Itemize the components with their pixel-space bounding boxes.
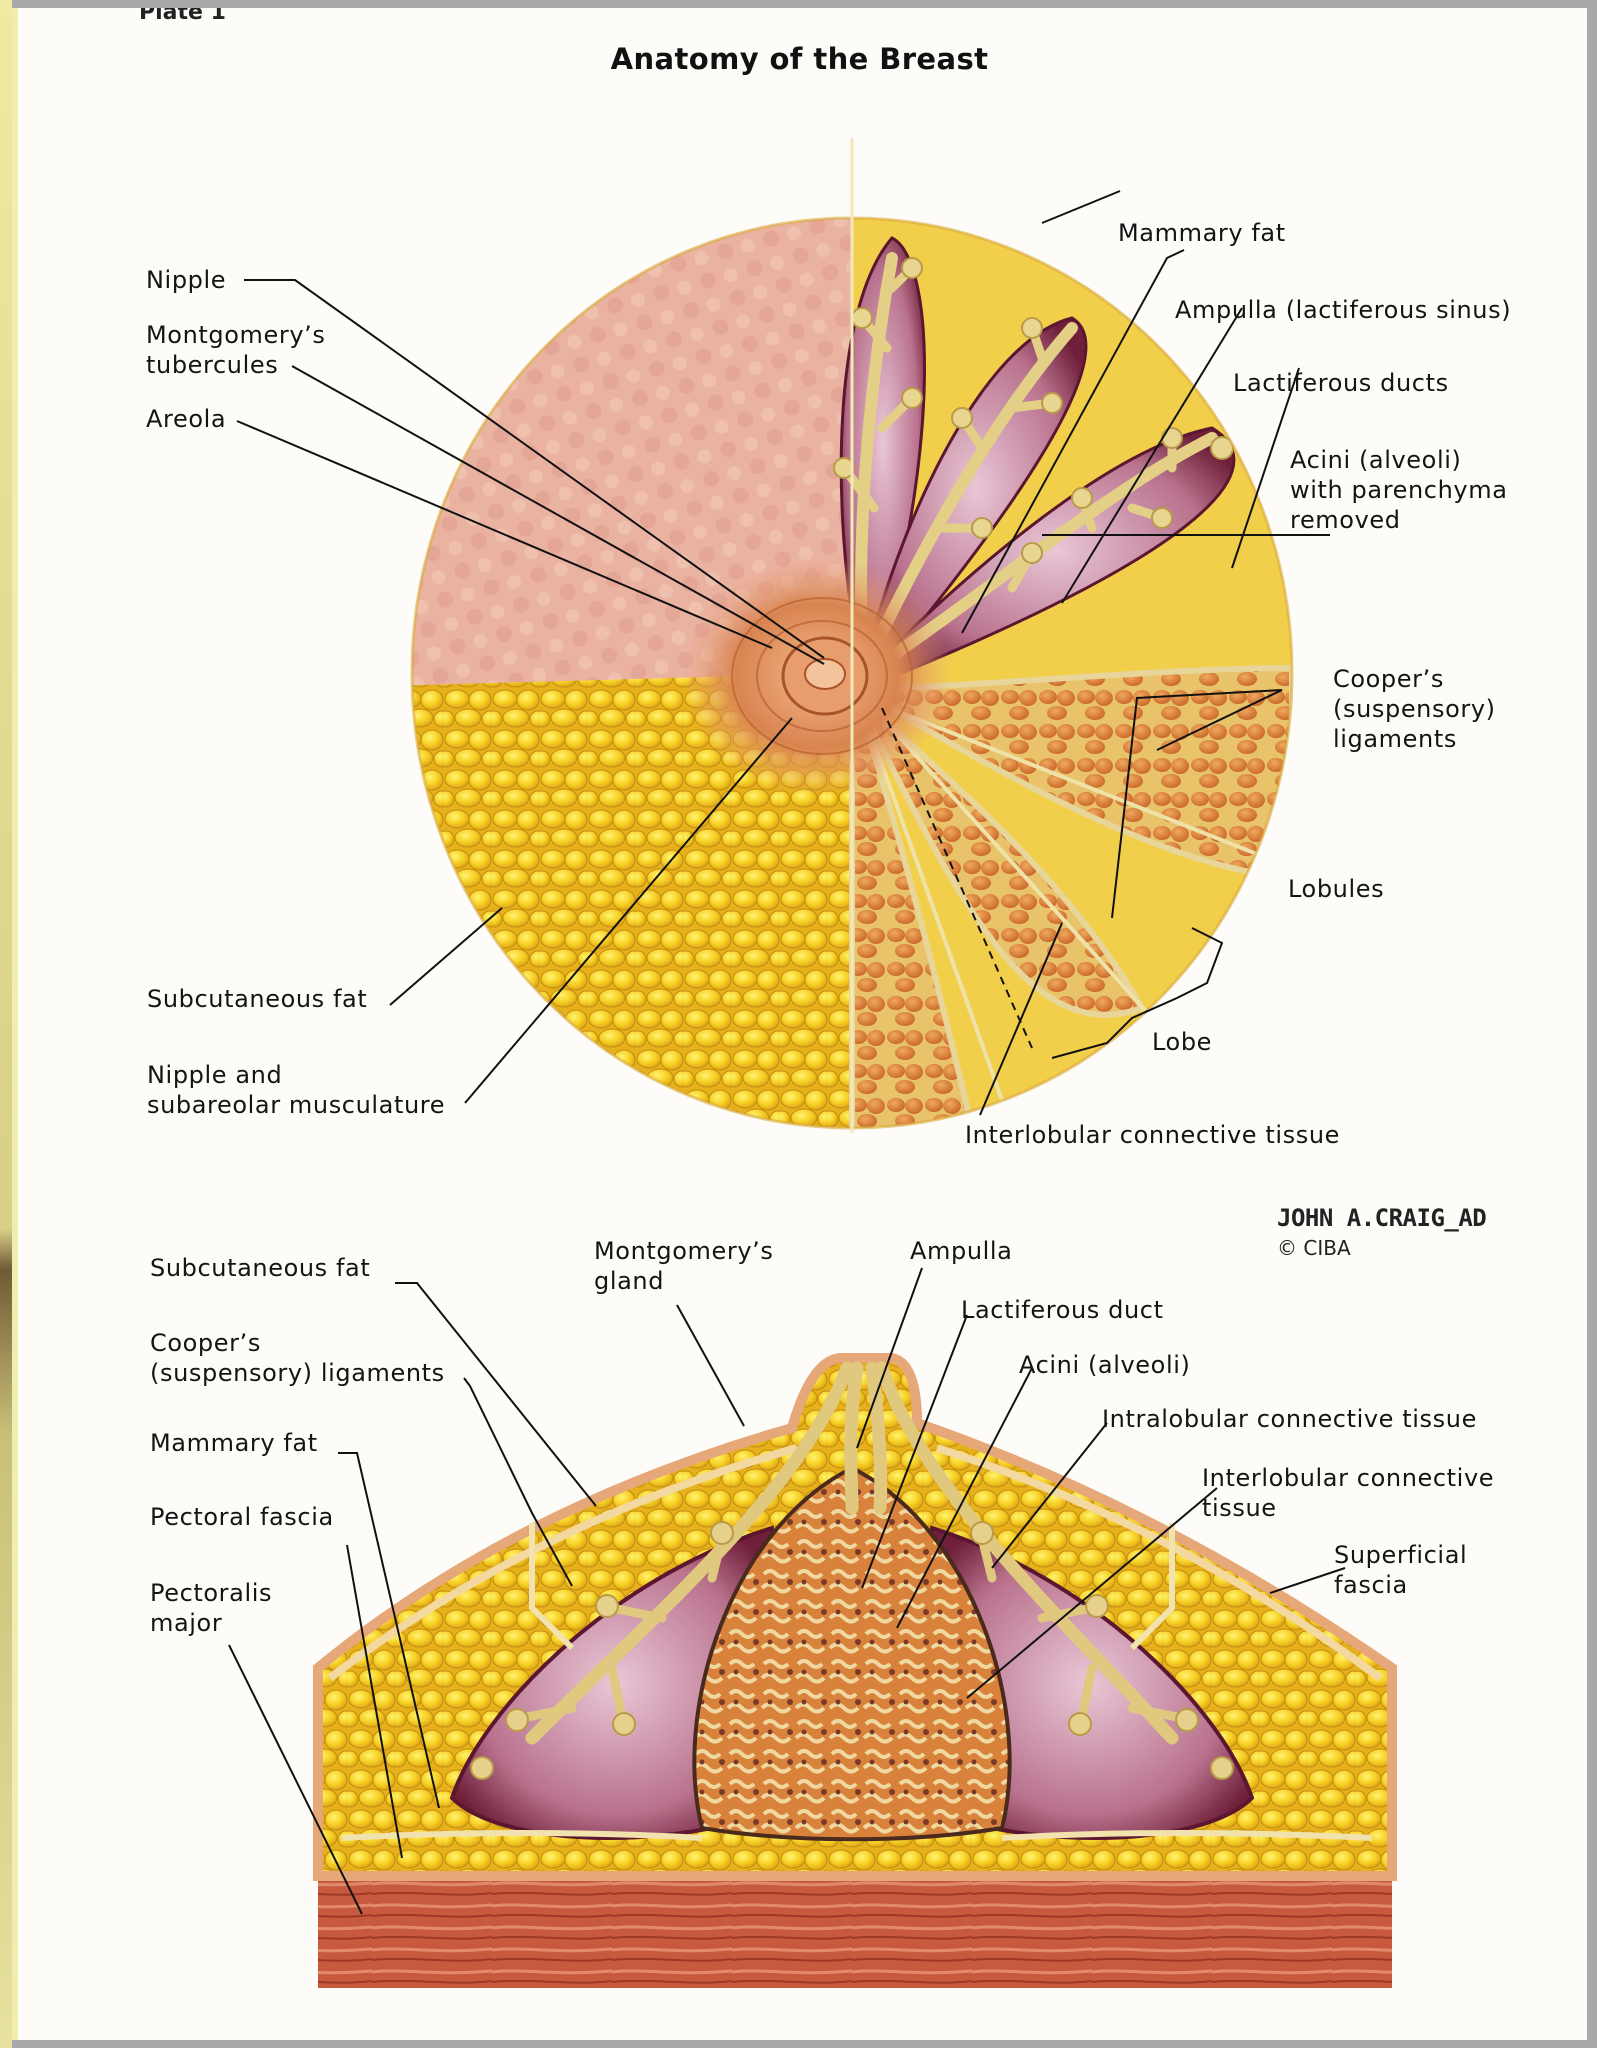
label-coopers-bottom: Cooper’s (suspensory) ligaments: [150, 1329, 445, 1387]
label-interlobular-top: Interlobular connective tissue: [965, 1121, 1340, 1149]
label-pectoralis-major: Pectoralis major: [150, 1579, 273, 1637]
breast-cross-section: [313, 1353, 1397, 1988]
plate-number: Plate 1: [139, 8, 226, 25]
label-pectoral-fascia: Pectoral fascia: [150, 1503, 334, 1531]
label-nipple: Nipple: [146, 266, 227, 294]
label-coopers-top: Cooper’s (suspensory) ligaments: [1333, 665, 1496, 753]
label-subcutaneous-fat-bottom: Subcutaneous fat: [150, 1254, 371, 1282]
label-mammary-fat-top: Mammary fat: [1118, 219, 1286, 247]
breast-front-view: [412, 218, 1292, 1128]
skin-quadrant: [412, 218, 852, 688]
anatomy-illustration: [228, 138, 1397, 1988]
label-interlobular-bottom: Interlobular connective tissue: [1202, 1464, 1495, 1522]
label-subcutaneous-fat-top: Subcutaneous fat: [147, 985, 368, 1013]
artist-signature: JOHN A.CRAIG_AD: [1277, 1204, 1487, 1232]
label-acini-bottom: Acini (alveoli): [1019, 1351, 1191, 1379]
label-ampulla-top: Ampulla (lactiferous sinus): [1175, 296, 1512, 324]
label-nipple-musculature: Nipple and subareolar musculature: [147, 1061, 446, 1119]
label-acini-top: Acini (alveoli) with parenchyma removed: [1290, 446, 1508, 534]
label-mammary-fat-bottom: Mammary fat: [150, 1429, 318, 1457]
label-ampulla-bottom: Ampulla: [910, 1237, 1013, 1265]
label-lactiferous-ducts-top: Lactiferous ducts: [1233, 369, 1449, 397]
label-montgomery-tubercules: Montgomery’s tubercules: [146, 321, 326, 379]
page-title: Anatomy of the Breast: [610, 42, 989, 76]
copyright-mark: © CIBA: [1277, 1236, 1351, 1260]
label-areola: Areola: [146, 405, 227, 433]
label-lobules: Lobules: [1288, 875, 1385, 903]
label-lobe: Lobe: [1152, 1028, 1213, 1056]
page-binding-edge: [0, 0, 12, 2048]
label-intralobular: Intralobular connective tissue: [1102, 1405, 1477, 1433]
leader-lines: [228, 190, 1346, 1915]
plate-page: Plate 1 Anatomy of the Breast: [12, 8, 1587, 2040]
label-lactiferous-duct: Lactiferous duct: [961, 1296, 1164, 1324]
label-superficial-fascia: Superficial fascia: [1334, 1541, 1468, 1599]
pectoralis-muscle: [318, 1876, 1392, 1988]
label-montgomery-gland: Montgomery’s gland: [594, 1237, 774, 1295]
